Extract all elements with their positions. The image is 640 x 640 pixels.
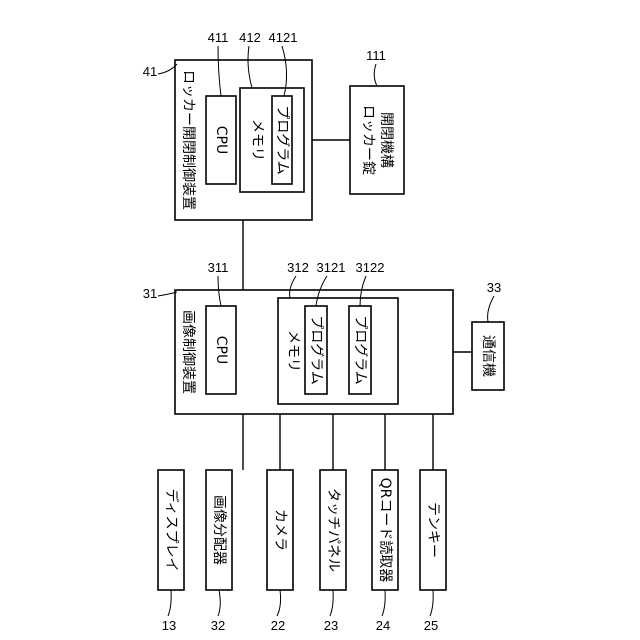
ref-25: 25 (424, 618, 438, 633)
image-cpu-label: CPU (213, 336, 229, 364)
image-memory: メモリ (278, 298, 398, 404)
ref-23: 23 (324, 618, 338, 633)
distributor: 画像分配器 (206, 470, 232, 590)
lock-mechanism-label-line1: ロッカー錠 (360, 105, 376, 175)
lock-mechanism-label-line2: 開閉機構 (378, 112, 394, 168)
touch-panel-label: タッチパネル (325, 488, 341, 572)
ref-22: 22 (271, 618, 285, 633)
image-program-1-label: プログラム (308, 315, 324, 385)
image-cpu: CPU (206, 306, 236, 394)
leader-111 (374, 64, 377, 86)
image-program-1: プログラム (305, 306, 327, 394)
leader-41 (158, 64, 177, 74)
ref-41: 41 (143, 64, 157, 79)
communicator: 通信機 (472, 322, 504, 390)
communicator-label: 通信機 (480, 335, 496, 377)
display-label: ディスプレイ (163, 488, 180, 571)
locker-cpu-label: CPU (213, 126, 229, 154)
leader-31 (158, 292, 177, 296)
image-program-2-label: プログラム (352, 315, 368, 385)
leader-33 (488, 296, 494, 322)
ref-33: 33 (487, 280, 501, 295)
locker-cpu: CPU (206, 96, 236, 184)
image-memory-label: メモリ (285, 330, 301, 372)
qr-reader: QRコード読取器 (372, 470, 398, 590)
tenkey-label: テンキー (425, 502, 441, 558)
leader-32 (218, 590, 220, 616)
ref-31: 31 (143, 286, 157, 301)
ref-111: 111 (366, 48, 386, 63)
display: ディスプレイ (158, 470, 184, 590)
ref-411: 411 (208, 30, 229, 45)
ref-4121: 4121 (269, 30, 298, 45)
ref-32: 32 (211, 618, 225, 633)
ref-312: 312 (287, 260, 309, 275)
locker-program-label: プログラム (274, 105, 290, 175)
lock-mechanism: ロッカー錠 開閉機構 (350, 86, 404, 194)
locker-program: プログラム (272, 96, 292, 184)
camera: カメラ (267, 470, 293, 590)
tenkey: テンキー (420, 470, 446, 590)
ref-3122: 3122 (356, 260, 385, 275)
image-program-2: プログラム (349, 306, 371, 394)
locker-memory-label: メモリ (249, 119, 265, 161)
touch-panel: タッチパネル (320, 470, 346, 590)
leader-22 (277, 590, 281, 616)
leader-24 (382, 590, 385, 616)
camera-label: カメラ (272, 509, 288, 551)
ref-311: 311 (208, 260, 229, 275)
leader-25 (430, 590, 433, 616)
qr-reader-label: QRコード読取器 (377, 478, 394, 583)
ref-3121: 3121 (317, 260, 346, 275)
leader-13 (168, 590, 171, 616)
ref-13: 13 (162, 618, 176, 633)
distributor-label: 画像分配器 (211, 495, 227, 565)
leader-23 (330, 590, 333, 616)
ref-412: 412 (239, 30, 261, 45)
ref-24: 24 (376, 618, 390, 633)
locker-controller-label: ロッカー開閉制御装置 (180, 70, 196, 210)
image-controller-label: 画像制御装置 (180, 310, 196, 394)
